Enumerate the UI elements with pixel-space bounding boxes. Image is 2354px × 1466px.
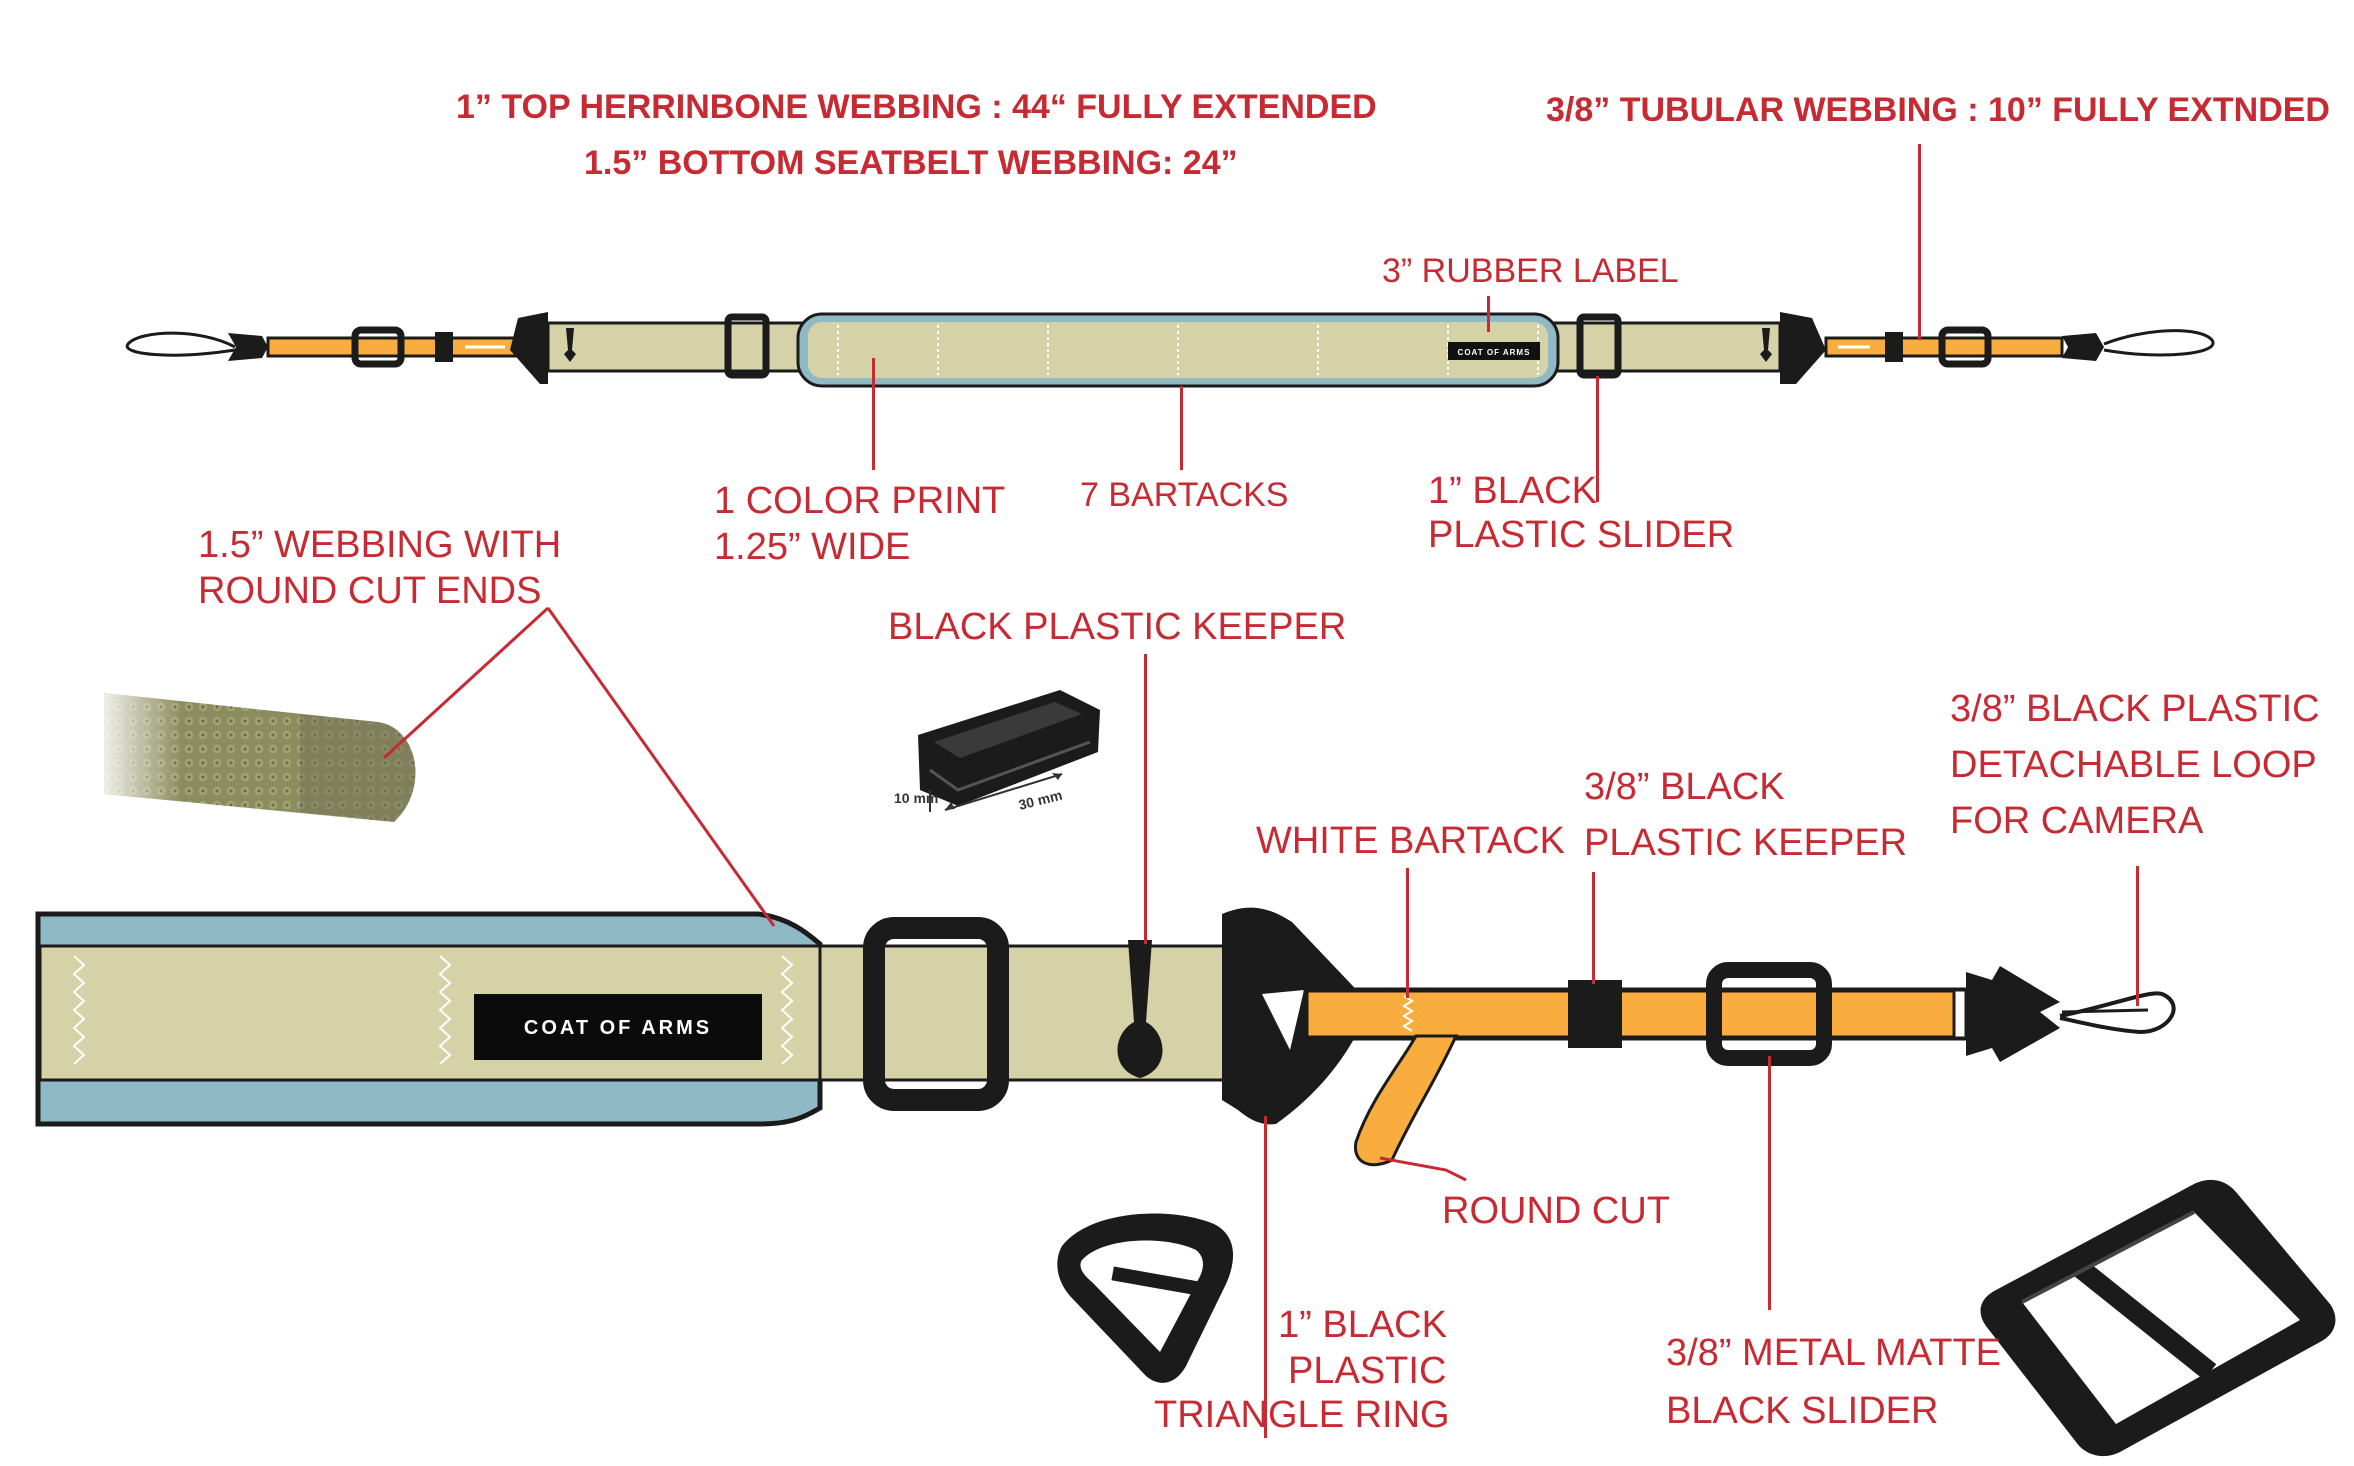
zoomed-rubber-label [474,994,762,1060]
triangle-ring-photo [1057,1213,1234,1383]
label-color-print-1: 1 COLOR PRINT [714,480,1006,522]
right-cord-loop [2103,329,2215,357]
left-buckle [228,333,268,361]
leader-bartacks [1180,386,1183,470]
label-metal-1: 3/8” METAL MATTE [1666,1332,2002,1374]
label-loop-3: FOR CAMERA [1950,800,2204,842]
zoomed-rubber-label-text: COAT OF ARMS [524,1017,712,1039]
leader-triangle [1264,1116,1267,1438]
right-tubular-keeper [1885,332,1903,362]
left-cord-loop [125,331,236,357]
leader-keeper38 [1592,872,1595,984]
label-keeper38-2: PLASTIC KEEPER [1584,822,1908,864]
top-rubber-label [1448,342,1540,360]
right-buckle [2062,333,2104,361]
leader-metal [1768,1056,1771,1310]
label-loop-2: DETACHABLE LOOP [1950,744,2317,786]
leader-keeper [1144,654,1147,944]
zoomed-webbing-slider [863,917,1009,1111]
label-keeper: BLACK PLASTIC KEEPER [888,606,1347,648]
zoomed-buckle [1966,966,2060,1062]
black-plastic-keeper-photo [918,690,1100,812]
label-triangle-1: 1” BLACK [1278,1304,1447,1346]
right-metal-slider [1938,326,1992,368]
header-line-1: 1” TOP HERRINBONE WEBBING : 44“ FULLY EX… [456,88,1377,126]
leader-slider [1596,376,1599,502]
label-triangle-2: PLASTIC [1288,1350,1447,1392]
leader-color-print [872,358,875,470]
keeper-length-dim: 30 mm [1017,787,1064,813]
label-rubber: 3” RUBBER LABEL [1382,252,1679,290]
zoomed-strap-detail [35,907,2176,1167]
leader-white-bartack [1406,868,1409,998]
full-strap-overview [125,312,2215,388]
leader-rubber-label [1487,296,1490,332]
left-metal-slider [351,326,405,368]
label-bartacks: 7 BARTACKS [1080,476,1289,514]
label-loop-1: 3/8” BLACK PLASTIC [1950,688,2320,730]
left-tubular-keeper [435,332,453,362]
left-triangle-ring [510,312,548,384]
leader-tubular [1918,144,1921,340]
label-slider-2: PLASTIC SLIDER [1428,514,1735,556]
label-webbing-round-2: ROUND CUT ENDS [198,570,542,612]
label-metal-2: BLACK SLIDER [1666,1390,1939,1432]
zoomed-tubular-webbing [1303,987,1969,1041]
zoomed-tubular-keeper [1568,980,1622,1048]
label-keeper38-1: 3/8” BLACK [1584,766,1785,808]
label-slider-1: 1” BLACK [1428,470,1597,512]
header-tubular: 3/8” TUBULAR WEBBING : 10” FULLY EXTNDED [1546,91,2330,129]
zoomed-round-cut-tail [1354,1034,1459,1167]
header-line-2: 1.5” BOTTOM SEATBELT WEBBING: 24” [584,144,1238,182]
top-webbing-slider [724,313,770,379]
right-triangle-ring [1780,312,1826,384]
metal-slider-photo [1980,1179,2336,1457]
zoomed-black-keeper [1117,940,1163,1078]
label-triangle-3: TRIANGLE RING [1154,1394,1450,1436]
top-rubber-label-text: COAT OF ARMS [1458,348,1531,357]
top-right-slider [1576,313,1622,379]
zoomed-cord-loop [2059,991,2176,1035]
label-webbing-round-1: 1.5” WEBBING WITH [198,524,562,566]
label-round-cut: ROUND CUT [1442,1190,1670,1232]
leader-loop [2136,866,2139,1006]
label-white-bartack: WHITE BARTACK [1256,820,1565,862]
keeper-height-dim: 10 mm [894,790,938,806]
round-cut-webbing-photo [104,693,416,822]
label-color-print-2: 1.25” WIDE [714,526,911,568]
